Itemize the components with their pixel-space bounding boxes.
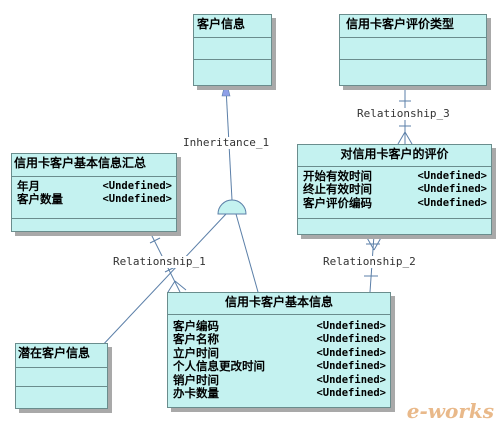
rel2-crow-b: [373, 235, 383, 251]
entity-title: 信用卡客户评价类型: [346, 17, 455, 31]
entity-card-basic-summary[interactable]: 信用卡客户基本信息汇总 年月 <Undefined> 客户数量 <Undefin…: [11, 153, 177, 232]
entity-potential-customer[interactable]: 潜在客户信息: [15, 343, 108, 409]
entity-card-eval-type[interactable]: 信用卡客户评价类型: [339, 14, 487, 86]
inheritance-1-label: Inheritance_1: [183, 136, 270, 149]
entity-card-basic-info[interactable]: 信用卡客户基本信息 客户编码 <Undefined> 客户名称 <Undefin…: [167, 292, 391, 408]
relationship-3-label: Relationship_3: [357, 107, 450, 120]
relationship-1-label: Relationship_1: [113, 255, 206, 268]
attribute-name: 个人信息更改时间: [173, 359, 265, 374]
entity-attribute-section: [16, 367, 107, 386]
entity-card-eval[interactable]: 对信用卡客户的评价 开始有效时间 <Undefined> 终止有效时间 <Und…: [297, 144, 492, 235]
relationship-2-label: Relationship_2: [323, 255, 416, 268]
rel3-crow-a: [397, 131, 406, 145]
entity-method-section: [194, 59, 271, 81]
attribute-type: <Undefined>: [102, 179, 172, 192]
attribute-row: 销户时间 <Undefined>: [173, 373, 386, 387]
attribute-name: 立户时间: [173, 345, 219, 360]
attribute-type: <Undefined>: [316, 373, 386, 386]
entity-attribute-section: [194, 37, 271, 59]
entity-attribute-section: 年月 <Undefined> 客户数量 <Undefined>: [12, 176, 176, 218]
attribute-name: 客户编码: [173, 318, 219, 333]
entity-title: 对信用卡客户的评价: [340, 147, 449, 161]
attribute-name: 销户时间: [173, 372, 219, 387]
rel3-crow-b: [404, 131, 413, 145]
attribute-name: 年月: [17, 178, 40, 193]
attribute-type: <Undefined>: [316, 333, 386, 346]
attribute-type: <Undefined>: [316, 346, 386, 359]
e-works-logo: e-works: [406, 399, 494, 423]
rel1-tick-top: [149, 237, 161, 244]
attribute-row: 客户数量 <Undefined>: [17, 192, 172, 207]
attribute-name: 办卡数量: [173, 386, 219, 401]
attribute-name: 客户评价编码: [303, 195, 372, 210]
inheritance-child-basic[interactable]: [235, 213, 259, 293]
attribute-type: <Undefined>: [316, 319, 386, 332]
entity-method-section: [340, 59, 486, 81]
attribute-name: 客户数量: [17, 192, 63, 207]
attribute-type: <Undefined>: [102, 193, 172, 206]
attribute-row: 年月 <Undefined>: [17, 179, 172, 193]
entity-attribute-section: [340, 37, 486, 59]
attribute-type: <Undefined>: [417, 196, 487, 209]
attribute-name: 客户名称: [173, 332, 219, 347]
attribute-type: <Undefined>: [417, 183, 487, 196]
entity-attribute-section: 开始有效时间 <Undefined> 终止有效时间 <Undefined> 客户…: [298, 166, 491, 218]
entity-customer-info[interactable]: 客户信息: [193, 14, 272, 86]
attribute-row: 立户时间 <Undefined>: [173, 346, 386, 360]
entity-title: 客户信息: [197, 17, 246, 31]
inheritance-arrow: [221, 79, 231, 97]
attribute-type: <Undefined>: [417, 169, 487, 182]
rel2-crow-a: [365, 235, 375, 251]
rel1-crow-a: [167, 280, 176, 293]
rel1-crow-b: [174, 280, 187, 291]
attribute-row: 终止有效时间 <Undefined>: [303, 182, 487, 197]
entity-method-section: [298, 218, 491, 235]
entity-title: 信用卡客户基本信息: [224, 295, 333, 309]
attribute-row: 客户编码 <Undefined>: [173, 319, 386, 333]
attribute-row: 个人信息更改时间 <Undefined>: [173, 359, 386, 374]
attribute-row: 客户名称 <Undefined>: [173, 332, 386, 347]
inheritance-symbol[interactable]: [217, 199, 247, 215]
attribute-type: <Undefined>: [316, 360, 386, 373]
attribute-row: 办卡数量 <Undefined>: [173, 386, 386, 401]
inheritance-child-potential[interactable]: [99, 213, 227, 349]
attribute-type: <Undefined>: [316, 387, 386, 400]
entity-attribute-section: 客户编码 <Undefined> 客户名称 <Undefined> 立户时间 <…: [168, 314, 390, 402]
entity-title: 信用卡客户基本信息汇总: [14, 156, 147, 170]
entity-method-section: [12, 218, 176, 231]
attribute-row: 开始有效时间 <Undefined>: [303, 169, 487, 183]
attribute-row: 客户评价编码 <Undefined>: [303, 196, 487, 210]
entity-method-section: [16, 386, 107, 406]
attribute-name: 终止有效时间: [303, 182, 372, 197]
entity-title: 潜在客户信息: [18, 346, 91, 360]
attribute-name: 开始有效时间: [303, 168, 372, 183]
